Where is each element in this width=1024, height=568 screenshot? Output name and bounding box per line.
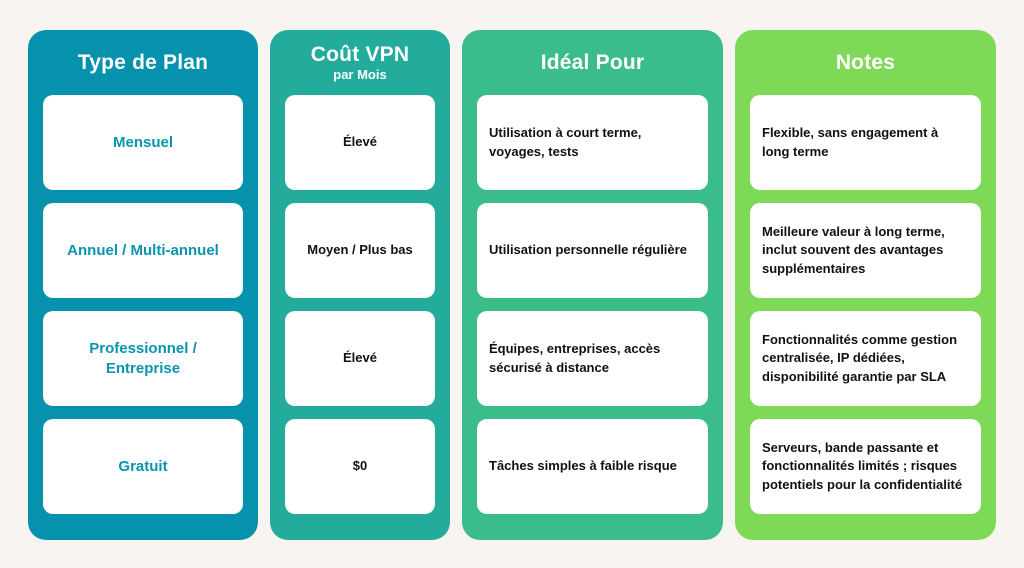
column-subtitle: par Mois	[333, 66, 387, 82]
column-cells: Élevé Moyen / Plus bas Élevé $0	[285, 95, 435, 514]
cell-cost-row-1: Élevé	[285, 95, 435, 190]
cell-plan-type-row-1: Mensuel	[43, 95, 243, 190]
cell-cost-row-2: Moyen / Plus bas	[285, 203, 435, 298]
column-title: Type de Plan	[77, 50, 209, 74]
cell-ideal-for-row-1: Utilisation à court terme, voyages, test…	[477, 95, 708, 190]
column-cells: Flexible, sans engagement à long terme M…	[750, 95, 981, 514]
cell-plan-type-row-2: Annuel / Multi-annuel	[43, 203, 243, 298]
column-title: Notes	[835, 50, 896, 74]
cell-plan-type-row-3: Professionnel / Entreprise	[43, 311, 243, 406]
cell-cost-row-4: $0	[285, 419, 435, 514]
column-cells: Utilisation à court terme, voyages, test…	[477, 95, 708, 514]
cell-cost-row-3: Élevé	[285, 311, 435, 406]
column-title: Idéal Pour	[540, 50, 645, 74]
column-ideal-pour: Idéal Pour Utilisation à court terme, vo…	[462, 30, 723, 540]
cell-ideal-for-row-2: Utilisation personnelle régulière	[477, 203, 708, 298]
column-notes: Notes Flexible, sans engagement à long t…	[735, 30, 996, 540]
column-header-ideal-pour: Idéal Pour	[477, 30, 708, 95]
cell-notes-row-2: Meilleure valeur à long terme, inclut so…	[750, 203, 981, 298]
column-header-cout-vpn: Coût VPN par Mois	[285, 30, 435, 95]
cell-notes-row-3: Fonctionnalités comme gestion centralisé…	[750, 311, 981, 406]
cell-ideal-for-row-4: Tâches simples à faible risque	[477, 419, 708, 514]
column-header-type-de-plan: Type de Plan	[43, 30, 243, 95]
column-type-de-plan: Type de Plan Mensuel Annuel / Multi-annu…	[28, 30, 258, 540]
cell-notes-row-1: Flexible, sans engagement à long terme	[750, 95, 981, 190]
cell-notes-row-4: Serveurs, bande passante et fonctionnali…	[750, 419, 981, 514]
column-header-notes: Notes	[750, 30, 981, 95]
cell-plan-type-row-4: Gratuit	[43, 419, 243, 514]
vpn-plan-comparison-board: Type de Plan Mensuel Annuel / Multi-annu…	[28, 30, 996, 540]
column-cout-vpn: Coût VPN par Mois Élevé Moyen / Plus bas…	[270, 30, 450, 540]
cell-ideal-for-row-3: Équipes, entreprises, accès sécurisé à d…	[477, 311, 708, 406]
column-cells: Mensuel Annuel / Multi-annuel Profession…	[43, 95, 243, 514]
column-title: Coût VPN	[310, 42, 410, 66]
